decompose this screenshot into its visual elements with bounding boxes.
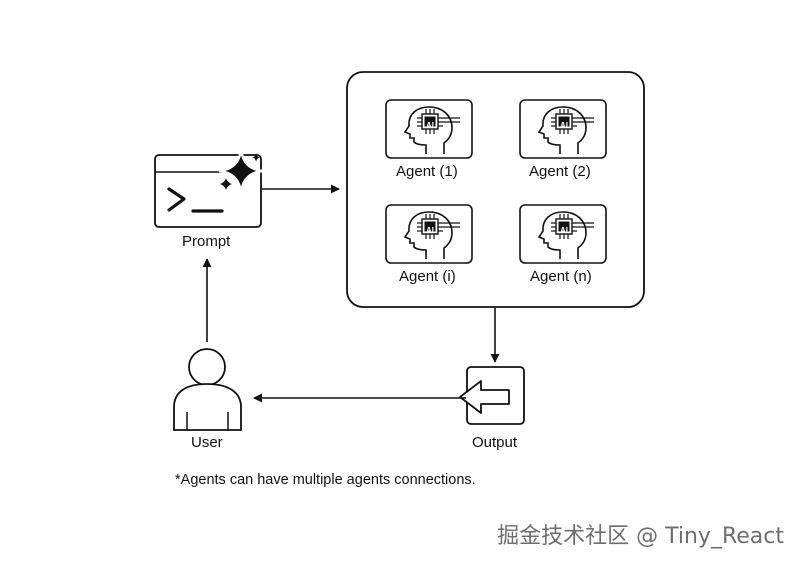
prompt-label: Prompt bbox=[182, 233, 231, 250]
user-label: User bbox=[191, 434, 223, 451]
agent-i-chip-text: AI bbox=[426, 226, 434, 235]
agent-1-label: Agent (1) bbox=[396, 163, 458, 180]
footnote: *Agents can have multiple agents connect… bbox=[175, 472, 476, 488]
watermark: 掘金技术社区 @ Tiny_React bbox=[497, 524, 784, 549]
user-icon bbox=[173, 348, 242, 431]
agent-1-chip-text: AI bbox=[426, 121, 434, 130]
prompt-icon bbox=[154, 148, 264, 228]
agent-i-label: Agent (i) bbox=[399, 268, 456, 285]
output-label: Output bbox=[472, 434, 518, 451]
agent-n-label: Agent (n) bbox=[530, 268, 592, 285]
agent-n-chip-text: AI bbox=[560, 226, 568, 235]
agent-2-label: Agent (2) bbox=[529, 163, 591, 180]
agent-2-chip-text: AI bbox=[560, 121, 568, 130]
output-icon bbox=[459, 366, 525, 425]
